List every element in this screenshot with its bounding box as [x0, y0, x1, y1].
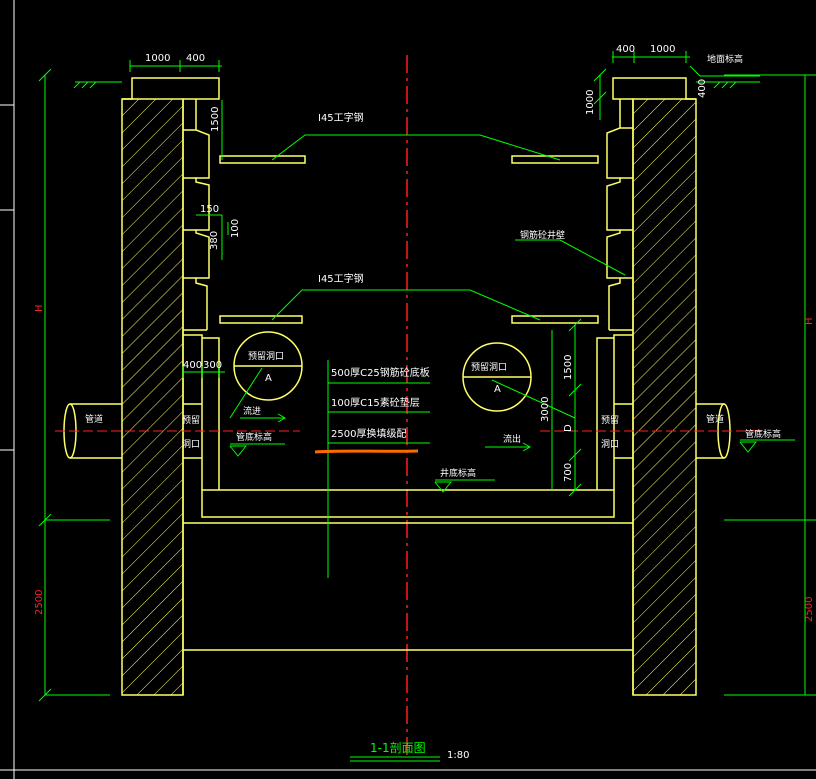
dim-2500-right: 2500: [804, 597, 815, 622]
annotation-texts: I45工字钢 I45工字钢 钢筋砼井壁 预留洞口 预留洞口 A A 500厚C2…: [85, 111, 781, 479]
beam-upper-label: I45工字钢: [318, 111, 364, 124]
title-block: 1-1剖面图 1:80: [370, 741, 469, 761]
dim-right-1000: 1000: [585, 90, 596, 115]
dim-H-left: H: [34, 304, 45, 312]
pipe-bottom-left-label: 管底标高: [236, 431, 272, 443]
reserved-hole-left-label: 预留洞口: [248, 350, 284, 362]
dim-top-right-1000: 1000: [650, 44, 675, 55]
detail-A-right: A: [494, 384, 501, 395]
layer-2-label: 100厚C15素砼垫层: [331, 396, 420, 409]
steel-beams: [219, 155, 599, 324]
detail-circles: [233, 331, 532, 412]
red-dimension-texts: H 2500 H 2500: [34, 304, 815, 622]
dim-right-400: 400: [697, 79, 708, 98]
drawing-title: 1-1剖面图: [370, 741, 426, 755]
right-retaining-wall: [632, 98, 697, 696]
dim-left-1500: 1500: [210, 107, 221, 132]
reserved-right-line1: 预留: [601, 414, 619, 426]
dim-H-right: H: [804, 317, 815, 325]
ground-level-label: 地面标高: [707, 53, 743, 65]
dim-top-right-400: 400: [616, 44, 635, 55]
reserved-left-line2: 洞口: [182, 439, 200, 450]
layer-3-label: 2500厚换填级配: [331, 427, 406, 440]
dimension-lines: [38, 51, 816, 702]
dim-left-300: 300: [203, 360, 222, 371]
dim-left-380: 380: [209, 231, 220, 250]
reserved-hole-right-label: 预留洞口: [471, 361, 507, 373]
beam-lower-label: I45工字钢: [318, 272, 364, 285]
highlight-stroke: [314, 449, 419, 454]
dim-left-150: 150: [200, 204, 219, 215]
left-shaft-liner: [182, 99, 220, 695]
detail-A-left: A: [265, 373, 272, 384]
drawing-scale: 1:80: [447, 750, 469, 761]
dim-top-left-400: 400: [186, 53, 205, 64]
inflow-label: 流进: [243, 405, 261, 417]
dim-2500-left: 2500: [34, 590, 45, 615]
dim-left-100: 100: [230, 219, 241, 238]
right-shaft-liner: [596, 99, 634, 695]
bottom-slab: [183, 489, 633, 651]
dim-left-400: 400: [183, 360, 202, 371]
reserved-left-line1: 预留: [182, 414, 200, 426]
steel-wall-label: 钢筋砼井壁: [520, 229, 565, 241]
layer-1-label: 500厚C25钢筋砼底板: [331, 366, 430, 379]
pipe-bottom-right-label: 管底标高: [745, 428, 781, 440]
pipe-right-label: 管道: [706, 413, 724, 425]
dimension-texts: 1000 400 400 1000 地面标高 1000 400 1500 150…: [145, 44, 743, 482]
dim-top-left-1000: 1000: [145, 53, 170, 64]
left-retaining-wall: [121, 98, 184, 696]
dim-right-D: D: [563, 424, 574, 432]
dim-right-1500: 1500: [563, 355, 574, 380]
dim-right-3000: 3000: [540, 397, 551, 422]
outflow-label: 流出: [503, 433, 521, 445]
dim-right-700: 700: [563, 463, 574, 482]
reserved-right-line2: 洞口: [601, 439, 619, 450]
wall-top-caps: [122, 77, 696, 100]
pipe-left-label: 管道: [85, 413, 103, 425]
well-bottom-label: 井底标高: [440, 467, 476, 479]
title-underlines: [350, 756, 440, 762]
